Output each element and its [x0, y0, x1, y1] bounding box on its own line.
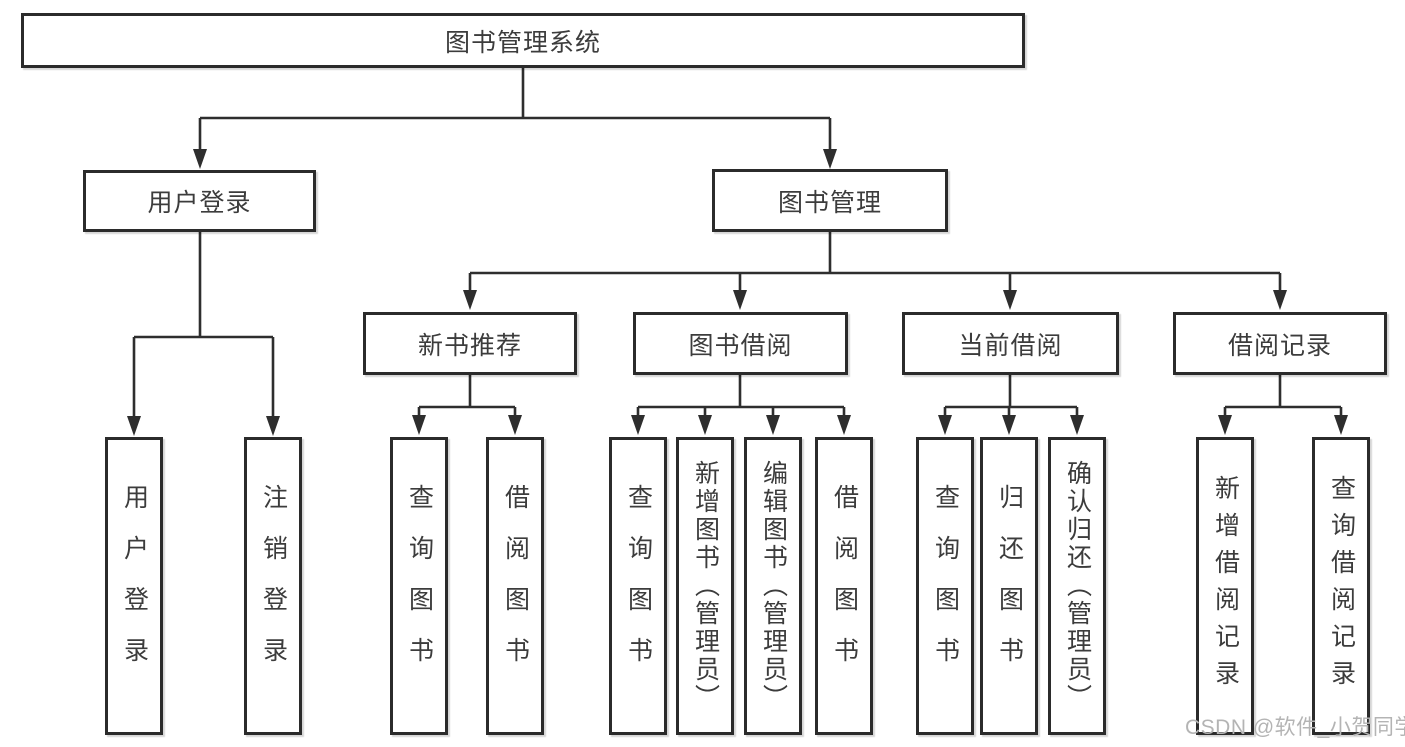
connector-new-book-recommend-children: [417, 375, 517, 419]
node-label: 当前借阅: [958, 331, 1063, 360]
arrowhead: [823, 149, 837, 169]
node-label: 用户登录: [120, 484, 149, 688]
arrowhead: [1273, 290, 1287, 310]
arrowhead: [127, 416, 141, 436]
node-leaf-query-books-current: 查询图书: [916, 437, 974, 735]
node-label: 图书借阅: [688, 331, 793, 360]
arrowhead: [1002, 415, 1016, 435]
arrowhead: [266, 416, 280, 436]
node-label: 查询图书: [405, 484, 434, 688]
node-label: 查询图书: [931, 484, 960, 688]
node-label: 新增图书（管理员）: [691, 460, 720, 712]
node-label: 图书管理: [777, 188, 882, 217]
arrowhead: [631, 415, 645, 435]
node-borrowing-records: 借阅记录: [1173, 312, 1387, 375]
node-label: 编辑图书（管理员）: [759, 460, 788, 712]
node-label: 借阅图书: [830, 484, 859, 688]
node-label: 用户登录: [147, 189, 252, 217]
node-label: 查询借阅记录: [1327, 475, 1356, 697]
node-leaf-confirm-return-admin: 确认归还（管理员）: [1048, 437, 1106, 735]
arrowhead: [508, 415, 522, 435]
arrowhead: [837, 415, 851, 435]
node-leaf-query-books-recommend: 查询图书: [390, 437, 448, 735]
arrowheads: [127, 149, 1348, 436]
connector-book-borrowing-children: [636, 375, 846, 419]
arrowhead: [463, 290, 477, 310]
arrowhead: [1218, 415, 1232, 435]
node-label: 查询图书: [624, 484, 653, 688]
node-book-borrowing: 图书借阅: [633, 312, 848, 375]
node-leaf-query-borrow-record: 查询借阅记录: [1312, 437, 1370, 735]
watermark: CSDN @软件_小贺同学: [1185, 716, 1405, 739]
node-label: 图书管理系统: [444, 28, 601, 57]
node-leaf-logout: 注销登录: [244, 437, 302, 735]
node-label: 确认归还（管理员）: [1063, 460, 1092, 712]
node-label: 新增借阅记录: [1211, 475, 1240, 697]
node-root: 图书管理系统: [21, 13, 1025, 68]
arrowhead: [938, 415, 952, 435]
node-label: 归还图书: [995, 484, 1024, 688]
node-label: 借阅图书: [501, 484, 530, 688]
arrowhead: [412, 415, 426, 435]
arrowhead: [1070, 415, 1084, 435]
node-leaf-add-book-admin: 新增图书（管理员）: [676, 437, 734, 735]
arrowhead: [1003, 290, 1017, 310]
arrowhead: [733, 290, 747, 310]
connector-user-login-children: [132, 231, 275, 420]
node-leaf-borrow-books-borrowing: 借阅图书: [815, 437, 873, 735]
node-label: 新书推荐: [417, 331, 522, 360]
connector-lines: [132, 68, 1343, 420]
node-leaf-edit-book-admin: 编辑图书（管理员）: [744, 437, 802, 735]
connector-book-management-children: [468, 231, 1282, 293]
node-leaf-return-books: 归还图书: [980, 437, 1038, 735]
node-label: 注销登录: [259, 484, 288, 688]
connector-root-to-level2: [198, 68, 832, 152]
arrowhead: [1334, 415, 1348, 435]
node-leaf-borrow-books-recommend: 借阅图书: [486, 437, 544, 735]
node-leaf-add-borrow-record: 新增借阅记录: [1196, 437, 1254, 735]
node-book-management: 图书管理: [712, 169, 948, 232]
arrowhead: [698, 415, 712, 435]
arrowhead: [766, 415, 780, 435]
arrowhead: [193, 149, 207, 169]
connector-borrowing-records-children: [1223, 375, 1343, 419]
node-current-borrowing: 当前借阅: [902, 312, 1119, 375]
node-user-login: 用户登录: [83, 170, 316, 232]
node-leaf-user-login: 用户登录: [105, 437, 163, 735]
node-leaf-query-books-borrowing: 查询图书: [609, 437, 667, 735]
node-label: 借阅记录: [1227, 331, 1332, 360]
connector-current-borrowing-children: [943, 375, 1079, 419]
node-new-book-recommend: 新书推荐: [363, 312, 577, 375]
